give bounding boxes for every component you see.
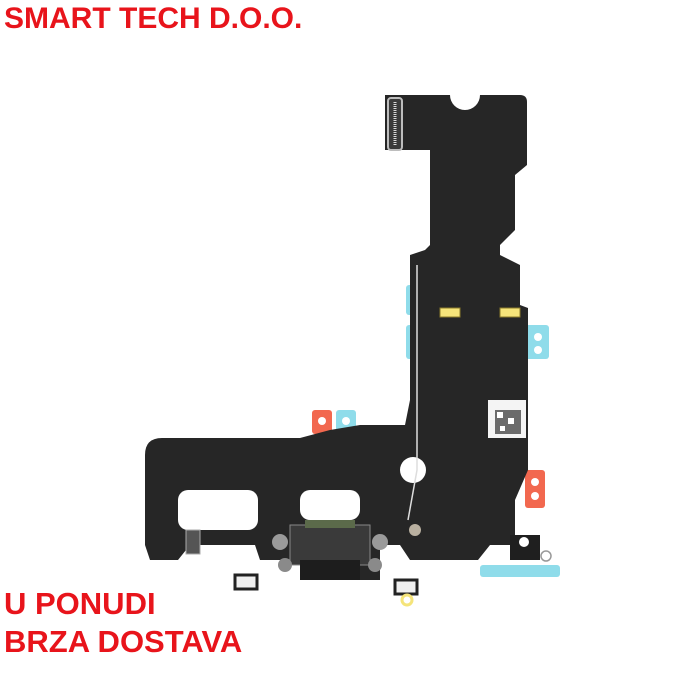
gold-pads <box>439 307 521 318</box>
company-name: SMART TECH D.O.O. <box>4 2 303 35</box>
lightning-port <box>272 520 421 580</box>
antenna-wire <box>407 265 418 521</box>
flex-cable-body <box>145 95 528 580</box>
barcode-label <box>488 400 526 438</box>
board-connector <box>387 97 403 151</box>
flex-cutouts <box>178 457 426 530</box>
promo-line-available: U PONUDI <box>4 586 156 621</box>
components <box>185 529 419 607</box>
metal-bracket <box>510 535 552 562</box>
promo-line-fast-delivery: BRZA DOSTAVA <box>4 624 243 659</box>
